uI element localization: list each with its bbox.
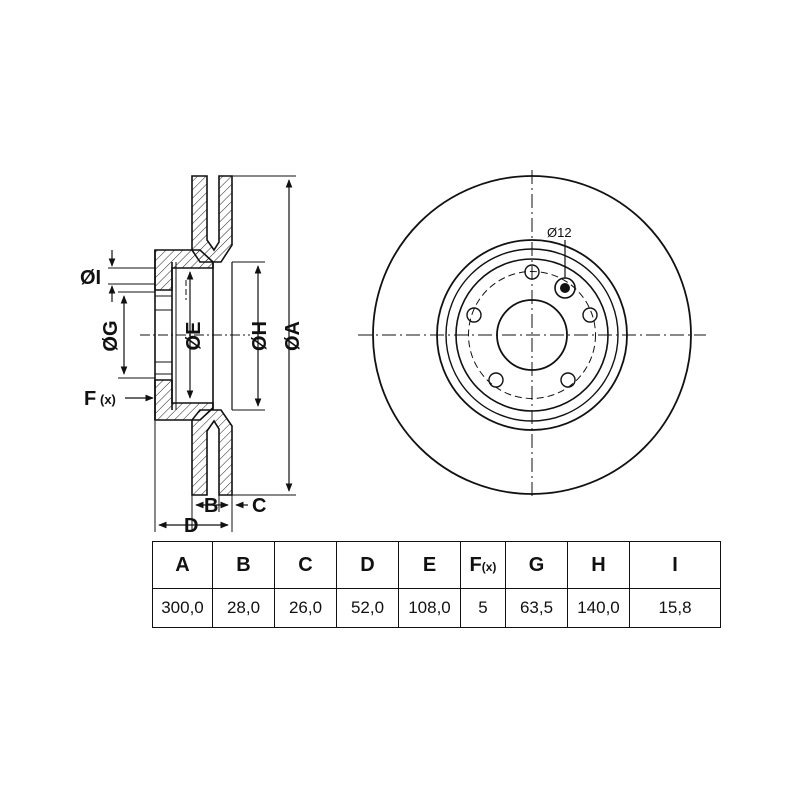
header-cell: C — [274, 541, 337, 589]
bolt-hole — [466, 307, 482, 323]
value-cell: 5 — [460, 588, 506, 628]
value-cell: 63,5 — [505, 588, 568, 628]
hub-section-lower — [154, 379, 214, 421]
dim-A-label: ØA — [282, 321, 304, 351]
side-labels: ØA ØH ØE ØG ØI F (x) B C D — [80, 267, 304, 537]
table-header-row: A B C D E F(x) G H I — [152, 541, 721, 589]
header-F-sub: (x) — [481, 559, 497, 574]
bolt-hole — [582, 307, 598, 323]
dim-E-label: ØE — [183, 322, 205, 351]
side-section-view — [140, 175, 250, 496]
locating-hole-inner — [560, 283, 570, 293]
dim-C-label: C — [252, 495, 266, 517]
header-cell: D — [336, 541, 399, 589]
value-cell: 300,0 — [152, 588, 213, 628]
bolt-hole — [560, 372, 576, 388]
hole-diameter-label: Ø12 — [547, 225, 572, 240]
header-cell: A — [152, 541, 213, 589]
dim-G-label: ØG — [100, 320, 122, 351]
dim-D-label: D — [184, 515, 198, 537]
header-cell: B — [212, 541, 275, 589]
dim-F-sub-label: (x) — [100, 392, 116, 407]
dim-B-label: B — [204, 495, 218, 517]
specification-table: A B C D E F(x) G H I 300,0 28,0 26,0 52,… — [152, 541, 721, 628]
value-cell: 26,0 — [274, 588, 337, 628]
friction-ring-upper — [191, 175, 233, 263]
value-cell: 108,0 — [398, 588, 461, 628]
hub-section-upper — [154, 249, 214, 291]
value-cell: 28,0 — [212, 588, 275, 628]
table-values-row: 300,0 28,0 26,0 52,0 108,0 5 63,5 140,0 … — [152, 588, 721, 628]
friction-ring-lower — [191, 409, 233, 496]
dim-I-label: ØI — [80, 267, 101, 289]
dim-F-label: F — [84, 388, 96, 410]
header-cell: E — [398, 541, 461, 589]
header-cell: I — [629, 541, 721, 589]
bolt-hole — [488, 372, 504, 388]
front-view — [358, 170, 706, 500]
header-F-label: F — [469, 553, 482, 576]
side-dimensions — [108, 175, 296, 532]
dim-H-label: ØH — [249, 321, 271, 351]
value-cell: 15,8 — [629, 588, 721, 628]
header-cell-F: F(x) — [460, 541, 506, 589]
header-cell: H — [567, 541, 630, 589]
value-cell: 140,0 — [567, 588, 630, 628]
header-cell: G — [505, 541, 568, 589]
value-cell: 52,0 — [336, 588, 399, 628]
